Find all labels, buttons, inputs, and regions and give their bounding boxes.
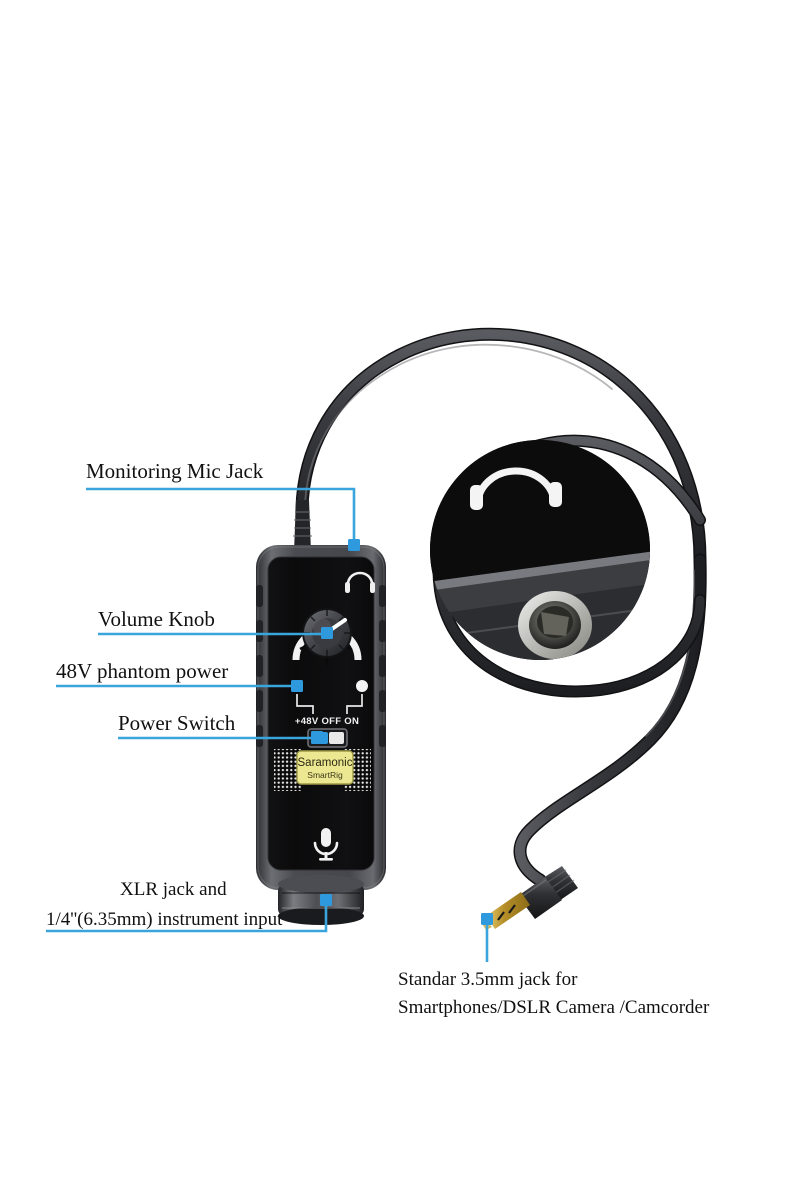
led-bracket-lines [296, 694, 363, 714]
output-plug-3.5mm [481, 866, 578, 930]
callout-markers [291, 539, 493, 925]
microphone-icon [313, 828, 339, 861]
callout-label-output-plug-line1: Standar 3.5mm jack for [398, 969, 578, 990]
brand-model: SmartRig [307, 770, 343, 780]
callout-label-xlr-input-line1: XLR jack and [120, 879, 227, 900]
headphone-jack-socket [518, 591, 592, 659]
headphone-icon [345, 571, 375, 593]
marker-monitoring-mic-jack [348, 539, 360, 551]
smartrig-device: +48V OFF ON Saramonic SmartRig [256, 500, 386, 925]
marker-output-plug [481, 913, 493, 925]
brand-name: Saramonic [298, 757, 353, 769]
headphone-icon-detail [470, 467, 562, 510]
device-side-ridges [256, 585, 386, 747]
power-led [356, 680, 368, 692]
callout-label-output-plug-line2: Smartphones/DSLR Camera /Camcorder [398, 997, 710, 1018]
xlr-combo-jack [278, 875, 364, 925]
device-front-panel [268, 557, 374, 870]
marker-volume-knob [321, 627, 333, 639]
marker-phantom-power [291, 680, 303, 692]
marker-xlr-input [320, 894, 332, 906]
callout-label-monitoring-mic-jack: Monitoring Mic Jack [86, 459, 264, 483]
callout-label-xlr-input-line2: 1/4''(6.35mm) instrument input [46, 909, 283, 930]
callout-label-power-switch: Power Switch [118, 711, 236, 735]
callout-label-phantom-power: 48V phantom power [56, 659, 228, 683]
callout-label-volume-knob: Volume Knob [98, 607, 215, 631]
callout-leaders [46, 487, 489, 962]
marker-power-switch [311, 731, 323, 744]
brand-badge: Saramonic SmartRig [296, 750, 354, 785]
switch-label: +48V OFF ON [295, 716, 359, 727]
